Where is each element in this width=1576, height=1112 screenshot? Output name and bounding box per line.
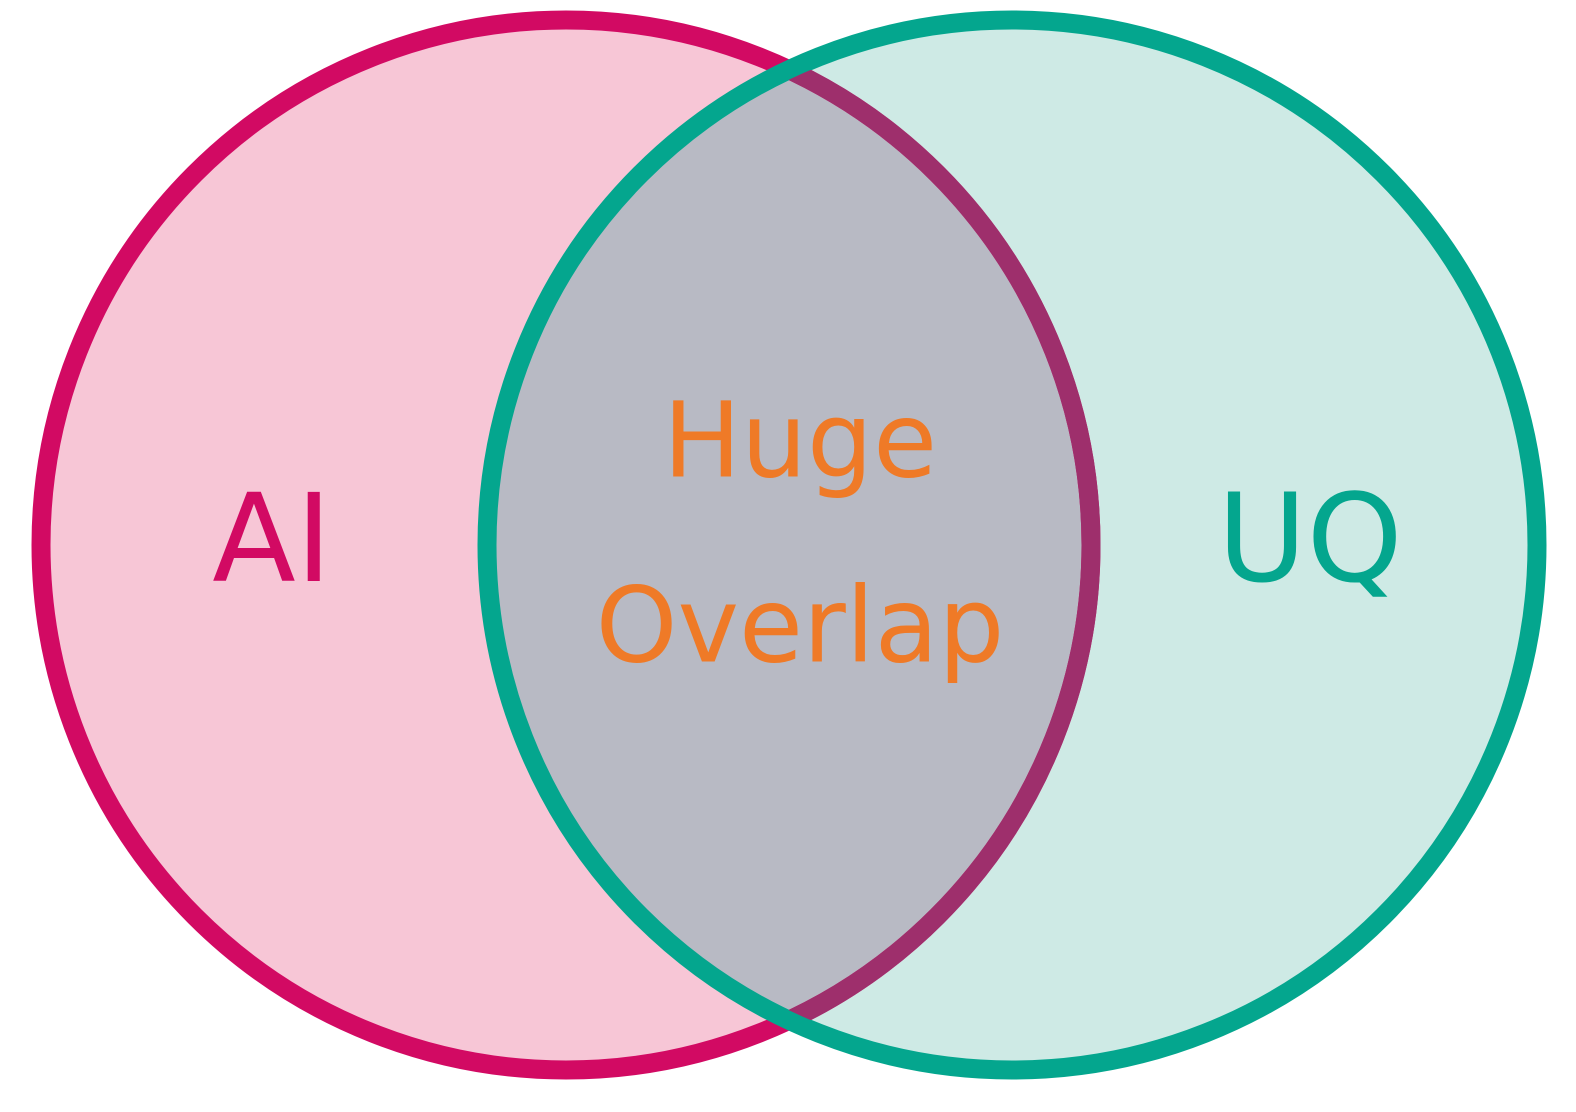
- overlap-ai-edge: [496, 29, 1101, 1061]
- overlap-region: [487, 20, 1091, 1070]
- overlap-label-line-1: Huge: [663, 379, 937, 501]
- set-uq-outline: [477, 10, 1547, 1080]
- overlap-label-line-2: Overlap: [596, 564, 1005, 686]
- set-ai-label: AI: [212, 468, 331, 610]
- set-uq-label: UQ: [1217, 468, 1402, 610]
